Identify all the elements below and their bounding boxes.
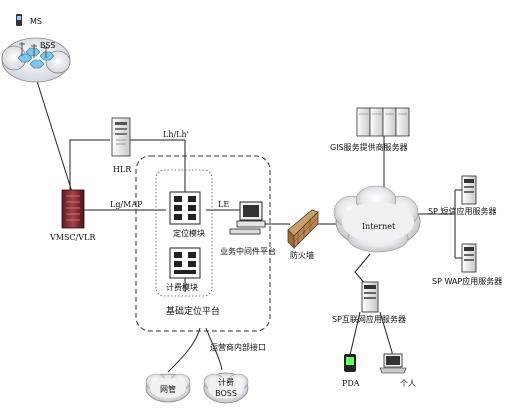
sp-sms-server-label: SP 短信应用服务器 bbox=[428, 206, 496, 216]
sp-sms-server-icon bbox=[461, 175, 477, 205]
billing-module-icon bbox=[169, 247, 201, 279]
internet-label: Internet bbox=[362, 222, 396, 231]
personal-label: 个人 bbox=[400, 379, 416, 388]
bss-label: BSS bbox=[40, 41, 56, 50]
bss-cloud bbox=[1, 37, 71, 83]
billing-boss-label-line2: BOSS bbox=[215, 389, 237, 398]
gis-server-label: GIS服务提供商服务器 bbox=[330, 142, 408, 152]
base-platform-boundary bbox=[135, 155, 271, 332]
billing-boss-label-line1: 计费 bbox=[218, 377, 234, 387]
hlr-label: HLR bbox=[113, 165, 132, 174]
middleware-platform-label: 业务中间件平台 bbox=[220, 246, 276, 256]
lh-interface-label: Lh/Lh' bbox=[163, 130, 189, 139]
billing-boss-cloud bbox=[203, 372, 249, 404]
billing-module-label: 计费模块 bbox=[166, 282, 198, 292]
firewall-label: 防火墙 bbox=[290, 250, 314, 260]
vmsc-vlr-label: VMSC/VLR bbox=[49, 233, 96, 242]
lg-map-interface-label: Lg/MAP bbox=[110, 200, 143, 209]
positioning-module-label: 定位模块 bbox=[173, 228, 205, 238]
laptop-icon bbox=[379, 353, 407, 374]
le-interface-label: LE bbox=[218, 200, 229, 209]
sp-internet-server-label: SP互联网应用服务器 bbox=[332, 314, 406, 324]
sp-wap-server-label: SP WAP应用服务器 bbox=[432, 276, 502, 286]
ms-label: MS bbox=[30, 17, 42, 26]
middleware-terminal-icon bbox=[229, 201, 266, 235]
network-mgmt-cloud bbox=[145, 373, 191, 403]
phone-icon bbox=[16, 14, 22, 26]
sp-wap-server-icon bbox=[461, 243, 477, 273]
pda-icon bbox=[344, 354, 356, 372]
internet-cloud bbox=[333, 185, 421, 253]
operator-interface-label: 运营商内部接口 bbox=[210, 342, 266, 352]
firewall-icon bbox=[287, 209, 319, 249]
gis-server-rack-icon bbox=[356, 107, 410, 137]
operator-interface-links bbox=[167, 327, 223, 373]
sp-internet-server-icon bbox=[361, 281, 379, 313]
vmsc-vlr-server-icon bbox=[61, 189, 85, 229]
hlr-server-icon bbox=[111, 117, 131, 157]
positioning-module-icon bbox=[169, 191, 201, 225]
pda-label: PDA bbox=[342, 379, 360, 388]
network-mgmt-label: 网管 bbox=[160, 384, 176, 394]
base-platform-label: 基础定位平台 bbox=[166, 305, 220, 317]
